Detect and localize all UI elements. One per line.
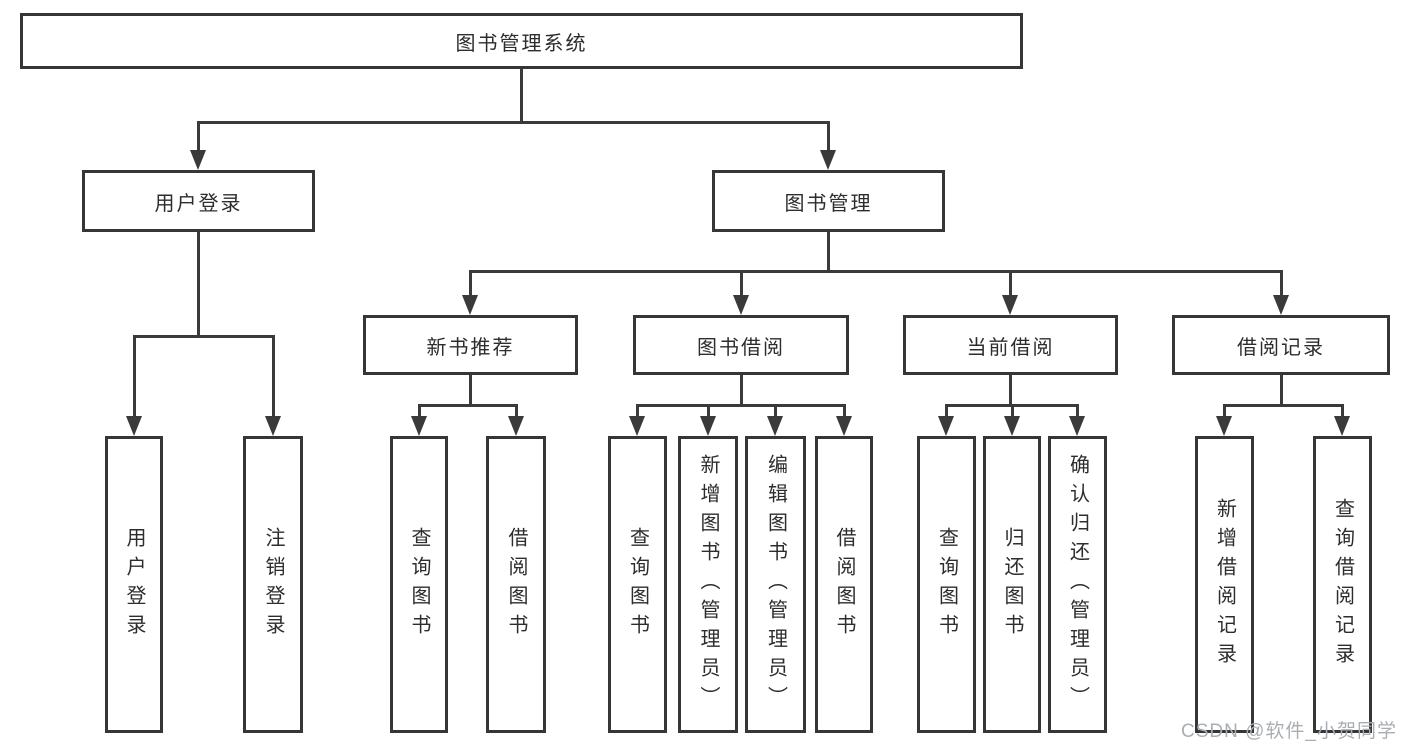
arrow-stem: [739, 271, 743, 297]
arrow-stem: [132, 336, 136, 418]
arrow-head-icon: [411, 416, 427, 436]
arrow-head-icon: [1002, 295, 1018, 315]
node-current-borrow: 当前借阅: [903, 315, 1118, 375]
node-book-borrow: 图书借阅: [633, 315, 849, 375]
connector-line: [468, 375, 472, 405]
connector-line: [519, 69, 523, 122]
arrow-stem: [514, 405, 518, 418]
arrow-stem: [417, 405, 421, 418]
node-leaf-query-book-bor: 查询图书: [608, 436, 667, 733]
node-leaf-query-book-rec: 查询图书: [390, 436, 448, 733]
arrow-head-icon: [190, 150, 206, 170]
connector-line: [1222, 403, 1344, 407]
arrow-head-icon: [820, 150, 836, 170]
connector-line: [417, 403, 518, 407]
arrow-stem: [842, 405, 846, 418]
arrow-stem: [1075, 405, 1079, 418]
node-leaf-borrow-book-rec: 借阅图书: [486, 436, 546, 733]
node-leaf-query-record: 查询借阅记录: [1313, 436, 1372, 733]
node-leaf-add-book: 新增图书（管理员）: [678, 436, 738, 733]
arrow-head-icon: [1273, 295, 1289, 315]
node-leaf-edit-book: 编辑图书（管理员）: [745, 436, 806, 733]
connector-line: [1008, 375, 1012, 405]
arrow-head-icon: [1069, 416, 1085, 436]
arrow-stem: [1279, 271, 1283, 297]
arrow-stem: [1008, 271, 1012, 297]
csdn-watermark: CSDN @软件_小贺同学: [1181, 721, 1397, 742]
arrow-head-icon: [1004, 416, 1020, 436]
node-root: 图书管理系统: [20, 13, 1023, 69]
connector-line: [826, 232, 830, 271]
connector-line: [1279, 375, 1283, 405]
arrow-head-icon: [1216, 416, 1232, 436]
connector-line: [635, 403, 846, 407]
arrow-stem: [271, 336, 275, 418]
node-leaf-add-record: 新增借阅记录: [1195, 436, 1254, 733]
arrow-stem: [826, 122, 830, 152]
arrow-head-icon: [265, 416, 281, 436]
node-book-management: 图书管理: [712, 170, 945, 232]
node-leaf-logout: 注销登录: [243, 436, 303, 733]
node-user-login: 用户登录: [82, 170, 315, 232]
arrow-stem: [1340, 405, 1344, 418]
arrow-stem: [468, 271, 472, 297]
arrow-head-icon: [938, 416, 954, 436]
connector-line: [196, 120, 830, 124]
arrow-stem: [196, 122, 200, 152]
node-leaf-query-book-cur: 查询图书: [917, 436, 976, 733]
node-leaf-borrow-book-bor: 借阅图书: [815, 436, 873, 733]
arrow-head-icon: [733, 295, 749, 315]
arrow-stem: [706, 405, 710, 418]
arrow-head-icon: [126, 416, 142, 436]
arrow-stem: [773, 405, 777, 418]
node-leaf-confirm-return: 确认归还（管理员）: [1048, 436, 1107, 733]
connector-line: [196, 232, 200, 336]
arrow-head-icon: [508, 416, 524, 436]
node-borrow-record: 借阅记录: [1172, 315, 1390, 375]
node-leaf-user-login: 用户登录: [105, 436, 163, 733]
arrow-head-icon: [1334, 416, 1350, 436]
node-new-book-recommend: 新书推荐: [363, 315, 578, 375]
arrow-head-icon: [700, 416, 716, 436]
arrow-stem: [635, 405, 639, 418]
arrow-head-icon: [767, 416, 783, 436]
connector-line: [739, 375, 743, 405]
arrow-stem: [1222, 405, 1226, 418]
arrow-stem: [1010, 405, 1014, 418]
connector-line: [132, 334, 275, 338]
arrow-stem: [944, 405, 948, 418]
arrow-head-icon: [836, 416, 852, 436]
arrow-head-icon: [629, 416, 645, 436]
node-leaf-return-book: 归还图书: [983, 436, 1041, 733]
connector-line: [468, 269, 1283, 273]
arrow-head-icon: [462, 295, 478, 315]
